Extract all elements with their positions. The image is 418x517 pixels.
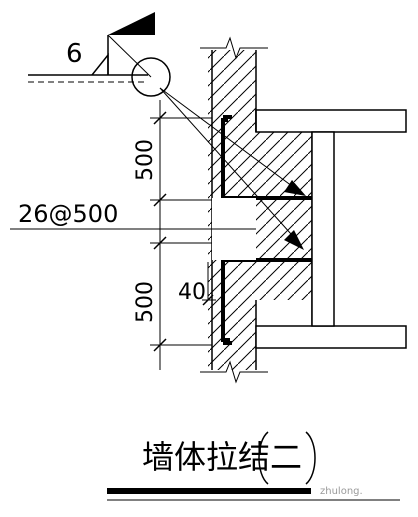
dimension-chain (150, 100, 212, 370)
watermark-text: zhulong. (320, 486, 363, 497)
weld-size-label: 6 (66, 39, 83, 69)
tie-bar-upper (221, 115, 312, 200)
weld-leader-arrows (159, 87, 306, 250)
arrow-upper-icon (284, 180, 306, 196)
caption-number: 二 (270, 438, 302, 476)
all-round-circle-icon (131, 57, 171, 97)
weld-flag-icon (108, 12, 155, 35)
lower-spacing-label: 500 (133, 281, 158, 323)
concrete-column (255, 110, 313, 326)
upper-spacing-label: 500 (133, 139, 158, 181)
break-line-bottom (200, 360, 268, 384)
rebar-callout-label: 26@500 (18, 200, 118, 228)
caption: 墙体拉结 二 (107, 431, 400, 501)
caption-underline-thick (107, 488, 311, 494)
caption-close-paren (305, 431, 316, 485)
caption-open-paren (258, 431, 269, 485)
mortar-joint (212, 198, 256, 260)
arrow-lower-icon (284, 230, 304, 250)
weld-symbol (28, 12, 171, 97)
fillet-weld-triangle-icon (91, 52, 109, 76)
bend-length-label: 40 (178, 280, 206, 305)
caption-title: 墙体拉结 (142, 438, 270, 476)
break-line-top (200, 36, 268, 60)
bend-dimension (202, 262, 216, 306)
tie-bar-lower (221, 258, 312, 345)
steel-column (255, 109, 407, 349)
